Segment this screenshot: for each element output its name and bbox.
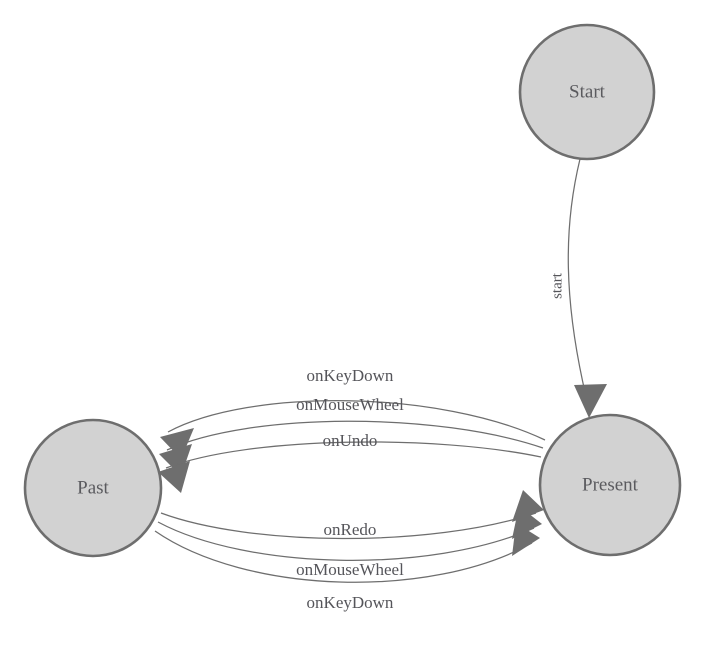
edge-label-onundo: onUndo — [323, 431, 378, 450]
edge-present-to-past-onundo[interactable]: onUndo — [158, 431, 542, 493]
arrowhead-icon — [512, 523, 540, 556]
edge-line — [567, 158, 590, 410]
node-present-label: Present — [582, 474, 639, 495]
edge-line — [157, 521, 535, 561]
node-start-label: Start — [569, 81, 606, 102]
edge-past-to-present-onkeydown[interactable]: onKeyDown — [154, 523, 540, 612]
edge-label-onmousewheel-down: onMouseWheel — [296, 560, 404, 579]
edge-label-onmousewheel-up: onMouseWheel — [296, 395, 404, 414]
edge-line — [165, 441, 542, 469]
edge-present-to-past-onkeydown[interactable]: onKeyDown — [160, 366, 546, 459]
edge-line — [154, 530, 533, 583]
node-past-label: Past — [77, 477, 109, 498]
node-past[interactable]: Past — [23, 418, 163, 558]
node-present-circle[interactable] — [538, 413, 682, 557]
edge-label-onredo: onRedo — [324, 520, 377, 539]
node-start-circle[interactable] — [518, 23, 656, 161]
edge-label-onkeydown-up: onKeyDown — [307, 366, 394, 385]
nodes-layer: Start Past Present — [23, 23, 682, 558]
edge-line — [160, 512, 537, 540]
arrowhead-icon — [158, 461, 190, 493]
edge-start-to-present[interactable]: start — [549, 158, 607, 418]
edge-label-start: start — [549, 272, 565, 299]
arrowhead-icon — [160, 428, 194, 459]
edge-line — [166, 420, 544, 451]
node-past-circle[interactable] — [23, 418, 163, 558]
arrowhead-icon — [574, 384, 607, 418]
edges-layer: start onKeyDown onMouseWheel onUndo — [154, 158, 607, 612]
edge-line — [167, 400, 546, 441]
edge-label-onkeydown-down: onKeyDown — [307, 593, 394, 612]
node-present[interactable]: Present — [538, 413, 682, 557]
node-start[interactable]: Start — [518, 23, 656, 161]
